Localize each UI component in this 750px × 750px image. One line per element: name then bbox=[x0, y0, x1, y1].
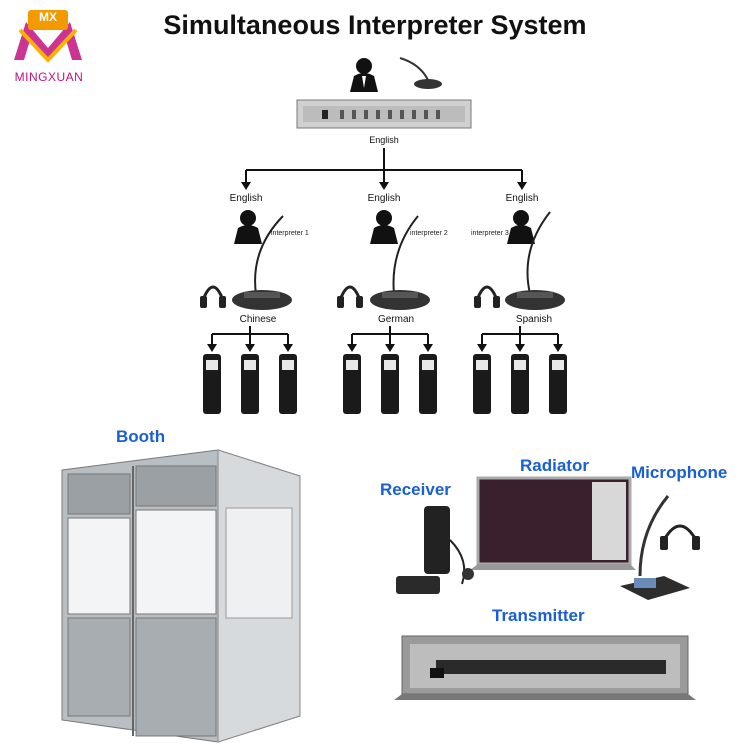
branch-input-language: English bbox=[505, 193, 539, 204]
output-language-label: Spanish bbox=[515, 314, 553, 325]
interpreter-icon bbox=[234, 210, 535, 244]
receiver-label: Receiver bbox=[380, 480, 451, 499]
source-language-label: English bbox=[369, 135, 399, 145]
booth-label: Booth bbox=[116, 427, 166, 446]
gooseneck-microphone-icon bbox=[399, 57, 442, 89]
receiver-product-image bbox=[396, 506, 474, 594]
logo-icon bbox=[14, 10, 82, 63]
radiator-image bbox=[470, 476, 636, 570]
interpreter-label: interpreter 3 bbox=[471, 230, 509, 237]
output-language-label: Chinese bbox=[239, 314, 277, 325]
microphone-product-image bbox=[620, 495, 700, 600]
rack-transmitter-icon bbox=[296, 99, 472, 129]
page-title: Simultaneous Interpreter System bbox=[163, 10, 587, 40]
branch-input-language: English bbox=[367, 193, 401, 204]
interpreter-label: interpreter 1 bbox=[271, 230, 309, 237]
booth-image bbox=[61, 449, 301, 743]
transmitter-product-image bbox=[394, 635, 696, 700]
logo-mark: MX bbox=[39, 10, 57, 24]
speaker-icon bbox=[350, 58, 378, 92]
microphone-label: Microphone bbox=[631, 463, 728, 482]
output-language-label: German bbox=[377, 314, 415, 325]
interpreter-console-icon bbox=[232, 211, 565, 310]
interpreter-label: interpreter 2 bbox=[410, 230, 448, 237]
transmitter-label: Transmitter bbox=[492, 606, 585, 625]
connector-lines bbox=[245, 148, 523, 184]
logo-name: MINGXUAN bbox=[14, 70, 84, 84]
branch-input-language: English bbox=[229, 193, 263, 204]
radiator-label: Radiator bbox=[520, 456, 589, 475]
